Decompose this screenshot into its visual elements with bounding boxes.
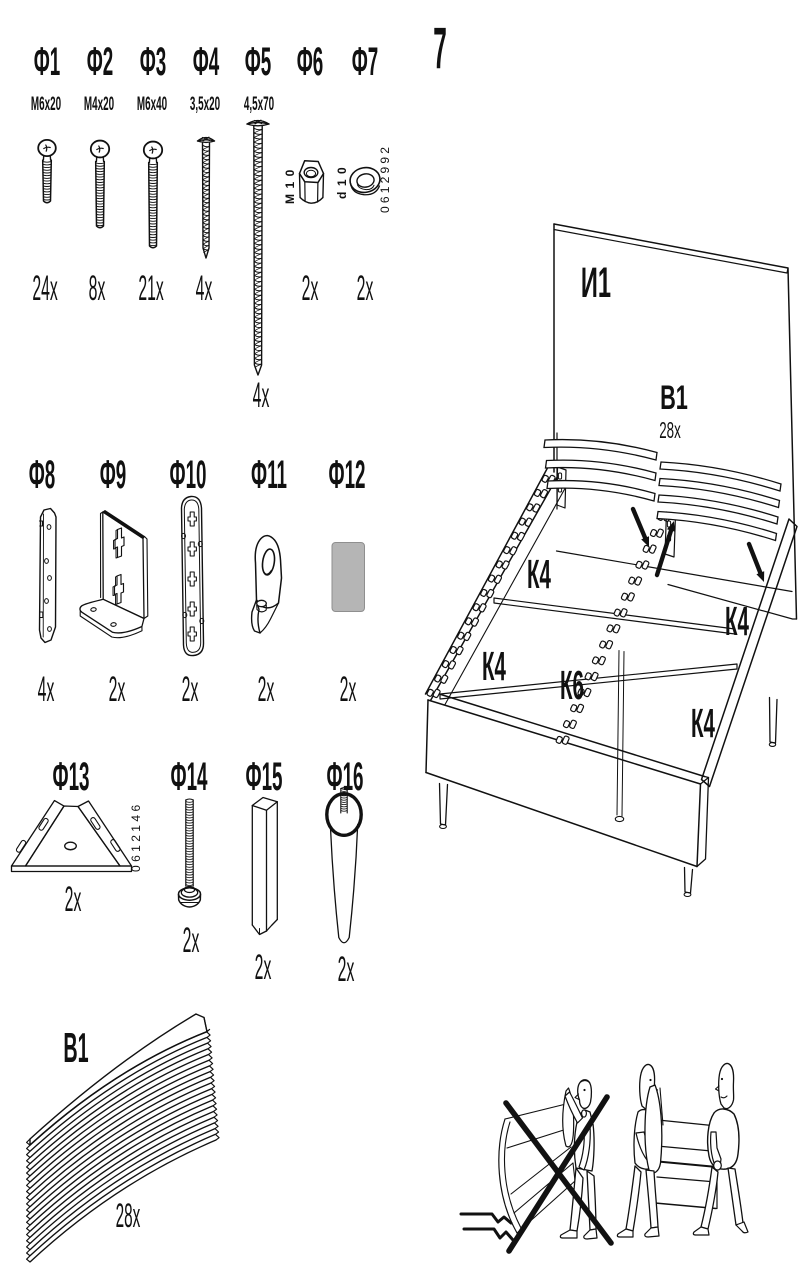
svg-text:3,5x20: 3,5x20 [190,94,220,115]
svg-text:К4: К4 [527,551,551,597]
svg-text:Ф9: Ф9 [100,452,127,497]
svg-text:Ф14: Ф14 [171,754,208,799]
svg-text:Ф13: Ф13 [53,754,90,799]
svg-text:2x: 2x [357,268,374,308]
svg-text:К4: К4 [691,700,715,746]
svg-text:2x: 2x [182,669,199,709]
svg-text:Ф7: Ф7 [352,39,379,84]
svg-text:2x: 2x [255,947,272,987]
svg-text:Ф12: Ф12 [329,452,366,497]
svg-text:В1: В1 [63,1024,88,1071]
svg-text:К4: К4 [482,643,506,689]
svg-text:0612992: 0612992 [378,144,392,213]
svg-text:Ф3: Ф3 [140,39,167,84]
svg-text:0612146: 0612146 [129,801,143,872]
svg-text:И1: И1 [581,260,611,307]
svg-text:Ф1: Ф1 [34,39,61,84]
svg-text:M10: M10 [283,164,297,204]
svg-text:4x: 4x [253,375,270,415]
svg-text:M4x20: M4x20 [84,94,114,115]
svg-text:24x: 24x [32,268,58,308]
svg-text:2x: 2x [302,268,319,308]
svg-text:Ф10: Ф10 [170,452,207,497]
svg-text:2x: 2x [340,669,357,709]
svg-text:2x: 2x [258,669,275,709]
svg-text:Ф8: Ф8 [29,452,56,497]
svg-text:Ф6: Ф6 [297,39,324,84]
svg-text:21x: 21x [138,268,164,308]
svg-text:Ф2: Ф2 [87,39,114,84]
svg-text:Ф5: Ф5 [245,39,272,84]
svg-text:2x: 2x [183,920,200,960]
svg-text:4x: 4x [196,268,213,308]
svg-text:Ф11: Ф11 [251,452,287,497]
svg-text:2x: 2x [338,949,355,989]
svg-text:M6x20: M6x20 [31,94,61,115]
svg-text:К4: К4 [725,598,749,644]
svg-text:4,5x70: 4,5x70 [244,94,274,115]
svg-text:8x: 8x [89,268,106,308]
svg-text:Ф4: Ф4 [193,39,220,84]
svg-text:2x: 2x [65,879,82,919]
svg-text:M6x40: M6x40 [137,94,167,115]
svg-text:4x: 4x [38,669,55,709]
svg-text:28x: 28x [659,417,681,443]
svg-text:2x: 2x [109,669,126,709]
svg-text:В1: В1 [660,379,688,417]
svg-text:Ф15: Ф15 [246,754,283,799]
svg-text:К6: К6 [560,662,584,708]
svg-text:7: 7 [433,17,447,81]
svg-text:28x: 28x [116,1196,141,1235]
svg-text:d10: d10 [335,162,349,199]
